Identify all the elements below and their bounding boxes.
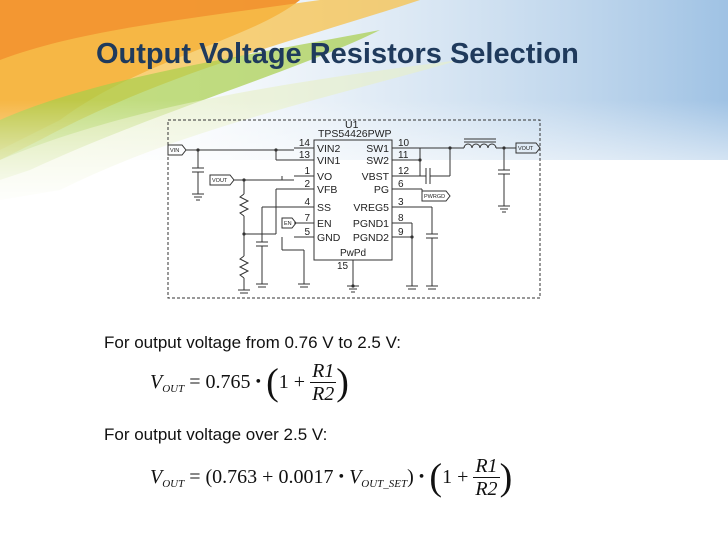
- vout-subscript: OUT: [162, 478, 185, 491]
- pad-number: 15: [337, 261, 349, 272]
- pin-number: 9: [398, 227, 404, 238]
- open-paren: (: [266, 361, 279, 404]
- pin-name: VIN1: [317, 155, 341, 167]
- pin-name: SW2: [366, 155, 389, 167]
- vout-subscript: OUT: [162, 383, 185, 396]
- pin-name: PGND1: [353, 218, 389, 230]
- pin-name: EN: [317, 218, 332, 230]
- pin-number: 7: [304, 213, 310, 224]
- vin-label: VIN: [170, 148, 179, 154]
- pwrgd-label: PWRGD: [424, 194, 445, 200]
- one-plus: 1 +: [442, 466, 469, 488]
- slide-title: Output Voltage Resistors Selection: [96, 38, 579, 70]
- denominator: R2: [312, 383, 335, 405]
- vout-set-subscript: OUT_SET: [361, 478, 408, 491]
- close-paren: ): [499, 456, 513, 499]
- pin-name: VREG5: [353, 202, 389, 214]
- pin-number: 10: [398, 138, 410, 149]
- pin-name: VO: [317, 171, 332, 183]
- pin-number: 11: [398, 150, 409, 161]
- pin-name: VFB: [317, 184, 337, 196]
- equals-constant: = 0.765: [189, 371, 251, 393]
- equals-expression: = (0.763 + 0.0017: [189, 466, 334, 488]
- ic-reference: U1: [345, 119, 359, 131]
- numerator: R1: [310, 360, 337, 383]
- pin-number: 14: [299, 138, 311, 149]
- pin-name: PG: [374, 184, 389, 196]
- pin-name: VIN2: [317, 143, 341, 155]
- pin-name: VBST: [362, 171, 390, 183]
- pin-number: 6: [398, 179, 404, 190]
- pin-number: 3: [398, 197, 404, 208]
- ic-part-number: TPS54426PWP: [318, 128, 392, 140]
- multiply-dot: •: [255, 373, 262, 391]
- vout-symbol: V: [150, 371, 163, 393]
- pin-number: 4: [304, 197, 310, 208]
- vout-input-label: VOUT: [212, 178, 228, 184]
- pin-name: GND: [317, 232, 341, 244]
- multiply-dot: •: [338, 468, 345, 486]
- pin-number: 13: [299, 150, 311, 161]
- numerator: R1: [473, 455, 500, 478]
- pin-name: PGND2: [353, 232, 389, 244]
- vout-symbol: V: [150, 466, 163, 488]
- pin-number: 12: [398, 166, 410, 177]
- schematic-border: [167, 119, 541, 299]
- pin-number: 5: [304, 227, 310, 238]
- condition-high-range: For output voltage over 2.5 V:: [104, 425, 328, 444]
- multiply-dot: •: [418, 468, 425, 486]
- condition-low-range: For output voltage from 0.76 V to 2.5 V:: [104, 333, 402, 352]
- en-label: EN: [284, 221, 292, 227]
- pad-name: PwPd: [340, 248, 366, 259]
- formula-high-range: VOUT = (0.763 + 0.0017 • VOUT_SET) • (1 …: [150, 455, 512, 500]
- vout-output-label: VOUT: [518, 146, 534, 152]
- close-paren: ): [336, 361, 349, 404]
- pin-number: 2: [304, 179, 310, 190]
- close-expression: ): [407, 466, 414, 488]
- pin-number: 8: [398, 213, 404, 224]
- one-plus: 1 +: [278, 371, 306, 393]
- pin-name: SS: [317, 202, 331, 214]
- open-paren: (: [429, 456, 443, 499]
- pin-name: SW1: [366, 143, 389, 155]
- vout-set-symbol: V: [349, 466, 362, 488]
- denominator: R2: [475, 478, 498, 500]
- pin-number: 1: [304, 166, 310, 177]
